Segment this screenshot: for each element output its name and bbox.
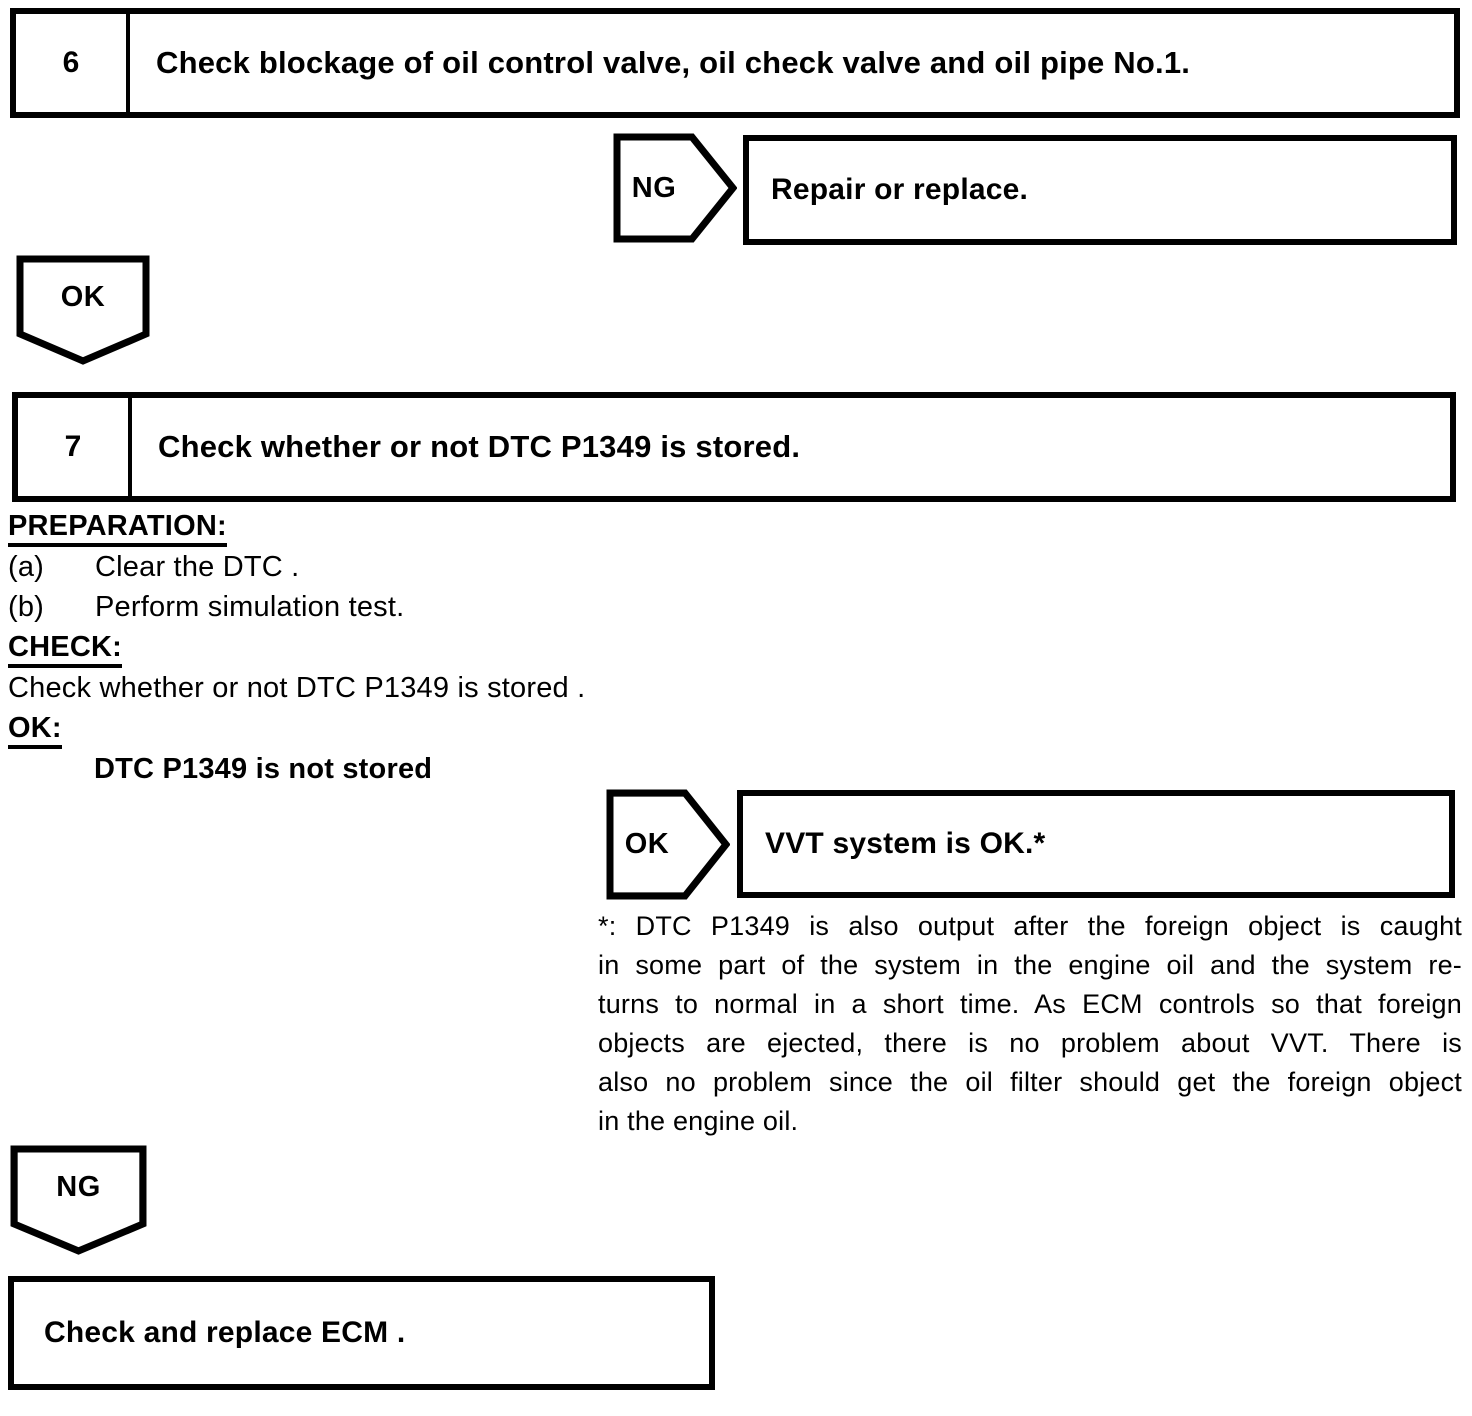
step-6-box: 6 Check blockage of oil control valve, o… <box>10 8 1460 118</box>
check-replace-ecm-box: Check and replace ECM . <box>8 1276 715 1390</box>
step-7-number: 7 <box>18 398 132 496</box>
repair-or-replace-text: Repair or replace. <box>771 173 1029 206</box>
footnote-line: objects are ejected, there is no problem… <box>598 1028 1462 1058</box>
preparation-step-b: (b) Perform simulation test. <box>8 587 668 627</box>
ok-continue-connector: OK <box>16 255 150 365</box>
ok-heading: OK: <box>8 708 668 749</box>
step-b-label: (b) <box>8 591 45 623</box>
ok-criteria-text: DTC P1349 is not stored <box>94 753 433 785</box>
ng-label: NG <box>631 171 677 204</box>
procedure-text: PREPARATION: (a) Clear the DTC . (b) Per… <box>8 506 668 789</box>
ok-label: OK <box>624 828 670 860</box>
step-a-label: (a) <box>8 551 45 583</box>
footnote-line: turns to normal in a short time. As ECM … <box>598 989 1462 1019</box>
footnote-line: in the engine oil. <box>598 1106 799 1136</box>
ok-arrow-right-icon <box>606 789 730 900</box>
ng-label: NG <box>56 1171 101 1203</box>
footnote-line: also no problem since the oil filter sho… <box>598 1067 1462 1097</box>
footnote: *: DTC P1349 is also output after the fo… <box>598 907 1462 1141</box>
check-text: Check whether or not DTC P1349 is stored… <box>8 672 586 704</box>
footnote-line: *: DTC P1349 is also output after the fo… <box>598 911 1462 941</box>
ok-label: OK <box>60 281 106 313</box>
step-6-title: Check blockage of oil control valve, oil… <box>156 45 1191 80</box>
preparation-heading: PREPARATION: <box>8 506 668 547</box>
step-b-text: Perform simulation test. <box>95 591 405 623</box>
preparation-step-a: (a) Clear the DTC . <box>8 547 668 587</box>
step-6-number: 6 <box>16 14 130 112</box>
ng-arrow-right-icon <box>613 133 737 243</box>
step-a-text: Clear the DTC . <box>95 551 300 583</box>
vvt-ok-box: VVT system is OK.* <box>737 790 1455 898</box>
ng-continue-connector: NG <box>10 1145 147 1255</box>
check-replace-ecm-text: Check and replace ECM . <box>44 1316 406 1349</box>
check-heading: CHECK: <box>8 627 668 668</box>
step-7-box: 7 Check whether or not DTC P1349 is stor… <box>12 392 1456 502</box>
step-7-title: Check whether or not DTC P1349 is stored… <box>158 429 801 464</box>
footnote-line: in some part of the system in the engine… <box>598 950 1462 980</box>
ok-branch-connector: OK <box>606 789 730 900</box>
ng-arrow-down-icon <box>10 1145 147 1255</box>
ng-branch-connector: NG <box>613 133 737 243</box>
ok-arrow-down-icon <box>16 255 150 365</box>
repair-or-replace-box: Repair or replace. <box>743 135 1457 245</box>
vvt-ok-text: VVT system is OK.* <box>765 827 1046 860</box>
